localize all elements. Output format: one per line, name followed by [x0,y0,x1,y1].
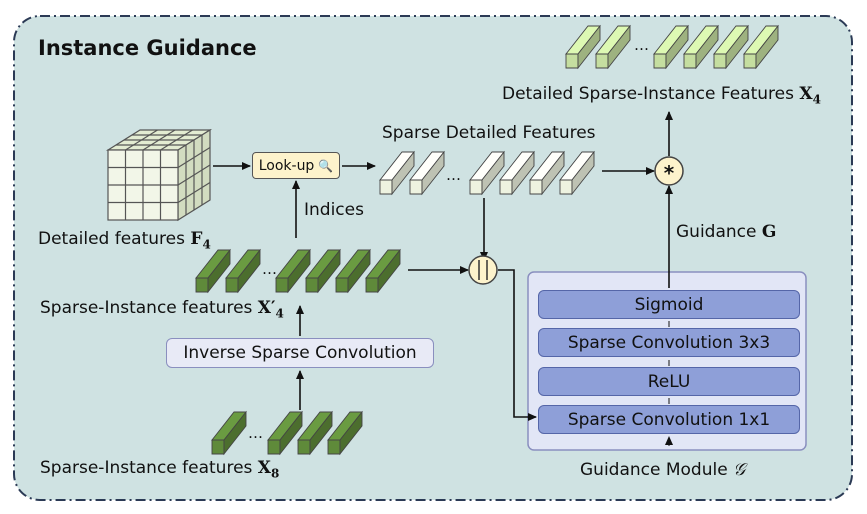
multiply-symbol: * [664,161,675,185]
detailed-sparse-instance-label: Detailed Sparse-Instance Features X4 [502,84,821,107]
x4-prism-1 [225,248,261,294]
lookup-box: Look-up 🔍 [252,152,340,179]
guidance-label: Guidance G [676,222,777,242]
x4-prism-3 [305,248,341,294]
x4-prime-symbol: X′ [257,298,276,318]
sparse-detailed-prism-5 [559,150,595,196]
sparse-detailed-prism-2 [469,150,505,196]
multiply-operator: * [654,156,684,186]
sparse-conv-3x3-block: Sparse Convolution 3x3 [538,328,800,357]
sparse-detailed-prism-1 [409,150,445,196]
guidance-module-label: Guidance Module 𝒢 [580,460,746,480]
x8-prism-3 [327,410,363,456]
concat-operator [468,255,498,285]
output-prism-5 [743,24,779,70]
ellipsis-output: … [634,36,649,54]
sparse-detailed-prism-4 [529,150,565,196]
x4-prism-2 [275,248,311,294]
x4-prism-0 [195,248,231,294]
g-symbol: G [761,222,777,242]
panel-title: Instance Guidance [38,36,257,60]
f4-symbol: F [190,229,203,249]
detailed-features-cube [105,128,213,222]
sparse-detailed-prism-3 [499,150,535,196]
output-prism-3 [683,24,719,70]
indices-label: Indices [304,200,364,220]
x8-symbol: X [257,458,271,478]
x4-prism-5 [365,248,401,294]
relu-block: ReLU [538,367,800,396]
output-prism-0 [565,24,601,70]
sparse-instance-x8-label: Sparse-Instance features X8 [40,458,280,481]
output-prism-2 [653,24,689,70]
detailed-features-label: Detailed features F4 [38,229,211,252]
lookup-label: Look-up [258,157,315,174]
magnifier-icon: 🔍 [318,158,334,173]
sparse-instance-x4-label: Sparse-Instance features X′4 [40,298,284,321]
output-prism-4 [713,24,749,70]
sparse-detailed-prism-0 [379,150,415,196]
connectors [213,111,673,446]
feature-prisms [195,24,779,456]
x8-prism-1 [267,410,303,456]
sparse-detailed-features-label: Sparse Detailed Features [382,123,596,143]
sigmoid-block: Sigmoid [538,290,800,319]
guidance-module-symbol: 𝒢 [733,460,746,480]
ellipsis-x4: … [262,260,277,278]
inverse-sparse-convolution-box: Inverse Sparse Convolution [166,338,434,368]
x8-prism-0 [211,410,247,456]
ellipsis-x8: … [248,424,263,442]
output-prism-1 [595,24,631,70]
sparse-conv-1x1-block: Sparse Convolution 1x1 [538,405,800,434]
x4-prism-4 [335,248,371,294]
ellipsis-sparse: … [446,166,461,184]
x4-symbol: X [799,84,813,104]
x8-prism-2 [297,410,333,456]
arrow-concat-to-conv1x1 [498,269,537,421]
